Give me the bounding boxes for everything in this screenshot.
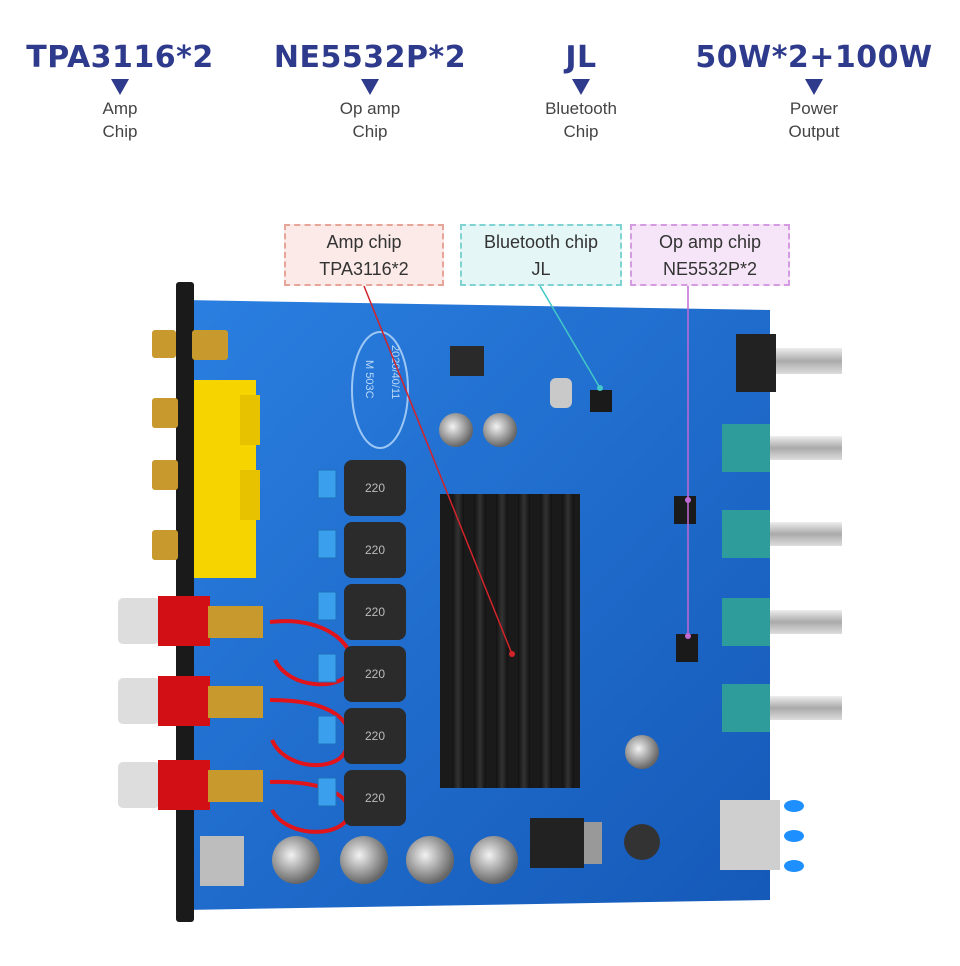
callout-line2: JL [531,259,551,279]
svg-text:220: 220 [365,667,385,681]
stamp-text: 2020/40/11 [389,345,401,399]
svg-text:220: 220 [365,791,385,805]
down-arrow-icon [361,79,379,95]
spec-value: TPA3116*2 [26,40,214,75]
spec-desc-line1: Amp [102,99,138,118]
speaker-terminals [118,596,263,810]
svg-text:220: 220 [365,605,385,619]
spec-desc-line1: Op amp [339,99,401,118]
led [784,860,804,872]
potentiometers [722,424,842,732]
heatsink [440,494,580,788]
spec-desc-line2: Chip [352,122,388,141]
spec-desc-line2: Chip [102,122,138,141]
pcb-stamp [351,331,409,449]
svg-text:220: 220 [365,481,385,495]
led [784,830,804,842]
film-capacitors [317,469,337,807]
spec-value: 50W*2+100W [695,40,933,75]
dc-jack [200,836,244,886]
spec-desc-line2: Chip [563,122,599,141]
leader-line-amp [363,285,513,655]
leader-line-bt [539,285,601,389]
down-arrow-icon [805,79,823,95]
power-switch [736,334,776,392]
opamp-chip-2 [676,634,698,662]
electrolytic-cap [470,836,518,884]
callout-line1: Amp chip [326,232,402,252]
callout-opamp-chip: Op amp chip NE5532P*2 [630,224,790,286]
opamp-chip-1 [674,496,696,524]
inductors: 220 220 220 220 220 220 [344,460,406,826]
electrolytic-cap [406,836,454,884]
spec-bluetooth-chip: JL Bluetooth Chip [461,40,701,143]
spec-desc-line1: Bluetooth [545,99,617,118]
electrolytic-cap [272,836,320,884]
bluetooth-chip [590,390,612,412]
spec-desc-line2: Output [788,122,840,141]
down-arrow-icon [111,79,129,95]
electrolytic-cap [483,413,517,447]
electrolytic-cap [625,735,659,769]
spec-value: JL [565,40,597,75]
svg-text:220: 220 [365,543,385,557]
gold-jacks [152,330,228,560]
callout-bluetooth-chip: Bluetooth chip JL [460,224,622,286]
led [784,800,804,812]
callout-amp-chip: Amp chip TPA3116*2 [284,224,444,286]
callout-line2: TPA3116*2 [319,259,409,279]
spec-value: NE5532P*2 [273,40,467,75]
power-module [530,818,584,868]
stamp-model: M 503C [363,360,375,399]
usb-port [720,800,780,870]
down-arrow-icon [572,79,590,95]
crystal [550,378,572,408]
spec-opamp-chip: NE5532P*2 Op amp Chip [250,40,490,143]
callout-line1: Op amp chip [658,232,762,252]
inductor-small [624,824,660,860]
svg-text:220: 220 [365,729,385,743]
spec-desc-line1: Power [789,99,839,118]
electrolytic-cap [439,413,473,447]
callout-line1: Bluetooth chip [483,232,599,252]
callout-line2: NE5532P*2 [662,259,758,279]
regulator [450,346,484,376]
spec-power-output: 50W*2+100W Power Output [694,40,934,143]
electrolytic-cap [340,836,388,884]
spec-amp-chip: TPA3116*2 Amp Chip [0,40,240,143]
